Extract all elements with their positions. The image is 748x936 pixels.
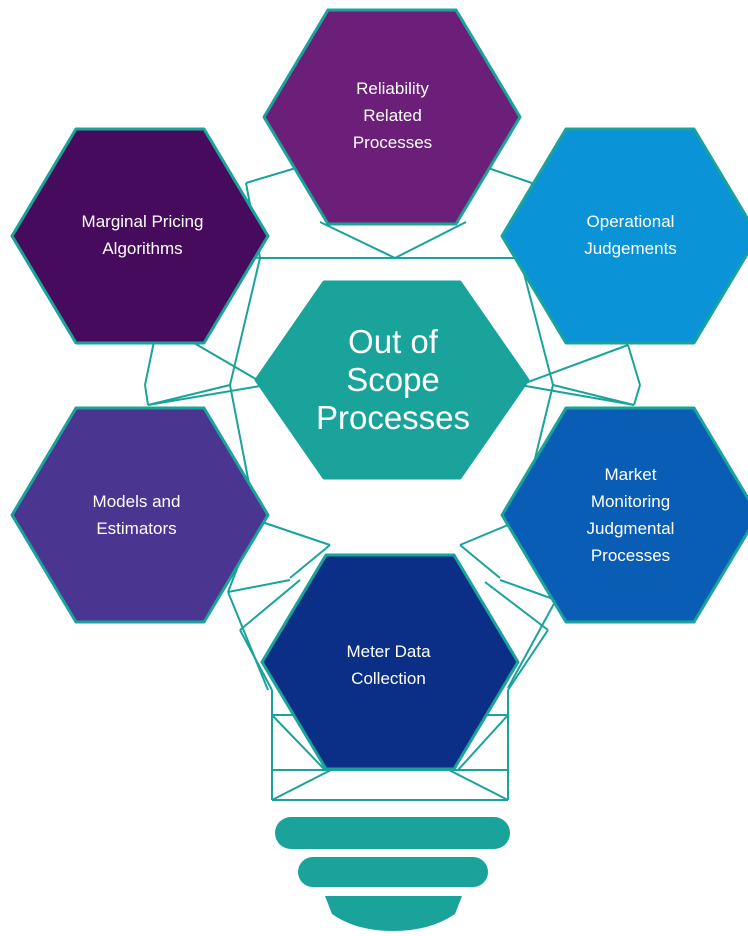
bulb-base-bar-top [275, 817, 510, 849]
frame-line [319, 221, 396, 259]
frame-line [255, 519, 331, 546]
frame-line [227, 579, 291, 593]
hexagon-market [500, 406, 748, 624]
frame-line [487, 167, 533, 184]
hexagon-center [254, 280, 530, 480]
frame-line [507, 629, 549, 691]
frame-line [552, 384, 635, 406]
bulb-base-tip [325, 896, 462, 931]
frame-line [239, 629, 273, 691]
frame-line [519, 344, 629, 386]
frame-line [394, 221, 467, 259]
frame-line [239, 579, 301, 631]
hexagon-operational [500, 127, 748, 345]
frame-line [457, 714, 509, 771]
frame-line [507, 599, 557, 689]
hexagon-reliability [262, 8, 522, 226]
bulb-base-bar-middle [298, 857, 488, 887]
frame-line [459, 544, 501, 579]
hexagon-marginal [10, 127, 270, 345]
hexagon-models [10, 406, 270, 624]
frame-line [229, 257, 261, 386]
frame-line [147, 384, 231, 406]
frame-line [484, 581, 549, 631]
frame-line [271, 714, 326, 771]
frame-line [499, 579, 557, 601]
frame-line [519, 257, 554, 386]
frame-line [633, 384, 641, 406]
frame-line [144, 384, 149, 406]
frame-line [227, 591, 269, 691]
frame-line [147, 384, 267, 406]
frame-line [627, 344, 641, 386]
frame-line [245, 167, 297, 184]
frame-line [289, 544, 331, 579]
frame-line [519, 384, 635, 406]
hexagon-meter [260, 553, 520, 771]
